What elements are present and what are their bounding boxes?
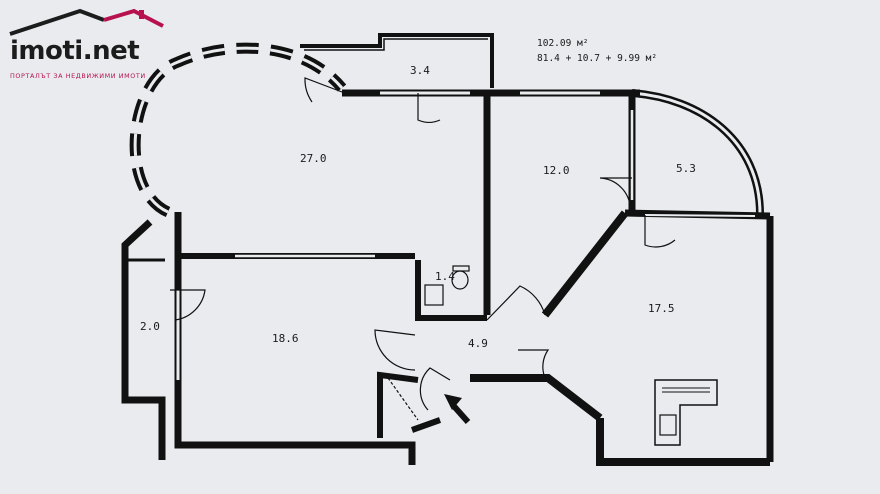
room-label-hall: 4.9 (468, 337, 488, 350)
roof-icon (9, 8, 164, 36)
area-breakdown: 81.4 + 10.7 + 9.99 м² (537, 53, 657, 64)
right-balcony-rail (631, 89, 764, 215)
room-label-center: 12.0 (543, 164, 570, 177)
entrance-arrow-icon (444, 394, 471, 424)
bathroom-fixtures (424, 265, 470, 306)
brand-tagline: ПОРТАЛЪТ ЗА НЕДВИЖИМИ ИМОТИ (10, 72, 146, 80)
doors (170, 77, 676, 421)
brand-name: imoti.net (10, 36, 140, 66)
room-label-kitchen: 17.5 (648, 302, 675, 315)
room-labels: 3.4 27.0 12.0 5.3 17.5 1.4 4.9 18.6 2.0 (140, 64, 696, 350)
brand-logo[interactable]: imoti.net ПОРТАЛЪТ ЗА НЕДВИЖИМИ ИМОТИ (8, 8, 173, 80)
room-label-bedroom: 18.6 (272, 332, 299, 345)
total-area: 102.09 м² (537, 38, 588, 49)
room-label-balcony-top: 3.4 (410, 64, 430, 77)
room-label-balcony-right: 5.3 (676, 162, 696, 175)
room-label-balcony-left: 2.0 (140, 320, 160, 333)
top-balcony-rail (300, 33, 494, 88)
room-label-living: 27.0 (300, 152, 327, 165)
walls (121, 89, 774, 466)
living-bay-window (129, 42, 347, 218)
room-label-bathroom: 1.4 (435, 270, 455, 283)
kitchen-counter (654, 379, 718, 446)
